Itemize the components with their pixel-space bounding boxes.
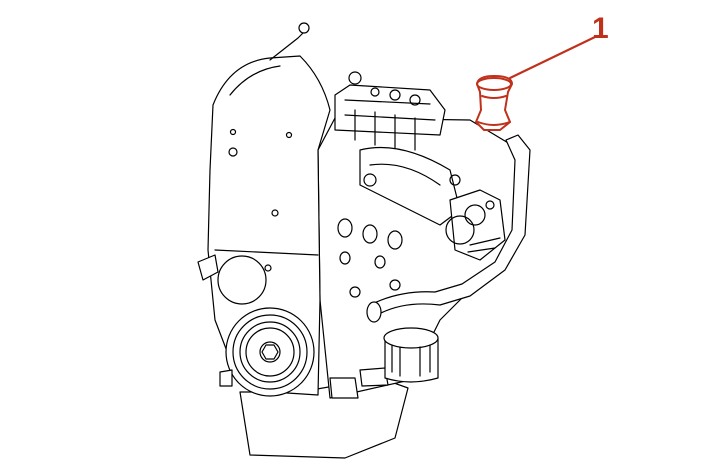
cover-bolt <box>285 131 293 139</box>
callout-leader-line <box>508 35 597 80</box>
block-ports <box>337 218 403 298</box>
crankshaft-pulley <box>225 307 315 397</box>
highlighted-intake-part <box>475 75 513 131</box>
mount-bracket <box>329 377 359 399</box>
dipstick <box>269 29 307 61</box>
cover-bolt <box>271 209 279 217</box>
sensor <box>197 254 219 281</box>
exhaust-manifold <box>359 146 461 226</box>
callout-label: 1 <box>592 12 609 45</box>
intake-manifold <box>334 71 446 151</box>
oil-filter <box>383 327 439 383</box>
coolant-pipe <box>369 134 531 319</box>
tensioner-cover <box>217 255 267 305</box>
throttle-body <box>445 189 506 261</box>
mount-bracket <box>359 367 389 387</box>
cover-bolt <box>264 264 272 272</box>
mount-bracket <box>219 369 233 387</box>
dipstick-handle <box>298 22 310 34</box>
cover-bolt <box>229 128 237 136</box>
cover-bolt <box>228 147 238 157</box>
pipe-end <box>366 301 382 323</box>
cover-seam <box>214 249 319 256</box>
cover-edge-detail <box>229 65 281 96</box>
